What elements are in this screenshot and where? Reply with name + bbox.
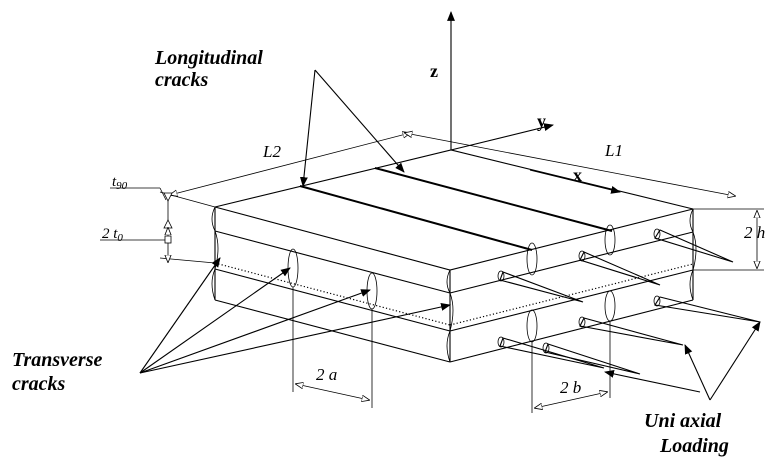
label-transverse-line2: cracks (12, 373, 66, 395)
leader-transverse-3 (139, 289, 371, 374)
transverse-crack-ellipse-6 (604, 290, 616, 322)
label-loading-line2: Loading (659, 435, 729, 457)
load-cone-6-base (497, 336, 505, 348)
label-longitudinal-line2: cracks (155, 69, 209, 91)
dim-L1-line (405, 133, 735, 196)
load-cone-2 (579, 251, 661, 286)
load-cone-4-base (653, 295, 661, 307)
label-axis-y: y (537, 111, 546, 131)
leader-transverse-1 (139, 257, 221, 374)
label-dim-L2: L2 (262, 142, 281, 161)
load-cone-4 (654, 296, 761, 323)
label-transverse-line1: Transverse (12, 349, 102, 371)
load-cone-6 (499, 337, 605, 369)
label-longitudinal-line1: Longitudinal (154, 47, 263, 69)
leader-loading-2 (709, 321, 761, 401)
left-face-layer-2 (214, 262, 451, 326)
leader-transverse-2 (139, 267, 291, 374)
load-cone-3-base (497, 270, 505, 282)
right-face-layer-2 (449, 263, 694, 326)
load-cone-1 (654, 229, 734, 263)
load-cone-1-base (653, 228, 661, 240)
laminate-plate (211, 149, 697, 363)
dim-2a-line (296, 384, 369, 400)
leader-longitudinal-2 (314, 69, 405, 173)
leaders (139, 69, 761, 401)
label-dim-2b: 2 b (560, 378, 581, 397)
leader-longitudinal-1 (299, 69, 316, 187)
load-cone-2-base (578, 250, 586, 262)
load-cone-7 (544, 343, 641, 375)
front-section-wave (446, 269, 454, 363)
dimensions (100, 133, 764, 413)
dim-L2-line (170, 133, 410, 195)
transverse-crack-ellipse-3 (526, 242, 538, 276)
longitudinal-crack-1 (299, 185, 533, 251)
transverse-crack-ellipse-4 (604, 224, 616, 256)
dim-t90-arrow-top (163, 192, 173, 202)
coordinate-axes (447, 11, 621, 194)
dim-2b-line (535, 392, 607, 408)
left-face-layer-3 (214, 268, 451, 332)
load-cone-5 (579, 317, 684, 346)
right-face-layer-3 (449, 269, 694, 332)
label-dim-L1: L1 (604, 141, 623, 160)
load-cone-7-base (542, 342, 550, 354)
loading-cones (497, 228, 761, 375)
leader-t90-tip (159, 187, 167, 201)
plate-top-face (214, 149, 694, 271)
right-face-layer-1 (449, 231, 694, 294)
text-labels: Longitudinal cracks Transverse cracks Un… (12, 47, 765, 457)
label-axis-z: z (430, 61, 438, 81)
longitudinal-cracks (299, 167, 613, 251)
transverse-crack-ellipse-5 (526, 309, 538, 343)
load-cone-5-base (578, 316, 586, 328)
label-dim-2h: 2 h (744, 223, 765, 242)
leader-loading-3 (604, 369, 701, 393)
load-cone-3 (499, 271, 584, 303)
right-face-bottom (449, 299, 694, 363)
dim-2t0-marker (164, 235, 172, 244)
label-axis-x: x (573, 165, 582, 185)
right-section-wave (689, 208, 697, 301)
label-dim-t90: t90 (112, 174, 128, 192)
label-dim-2a: 2 a (316, 365, 337, 384)
left-section-wave (211, 206, 219, 301)
label-dim-2t0: 2 t0 (102, 226, 123, 244)
leader-transverse-4 (139, 303, 451, 374)
label-loading-line1: Uni axial (644, 410, 722, 432)
dim-t90-arrow-bottom (163, 219, 173, 229)
leader-loading-1 (684, 344, 711, 401)
left-face-layer-1 (214, 230, 451, 294)
